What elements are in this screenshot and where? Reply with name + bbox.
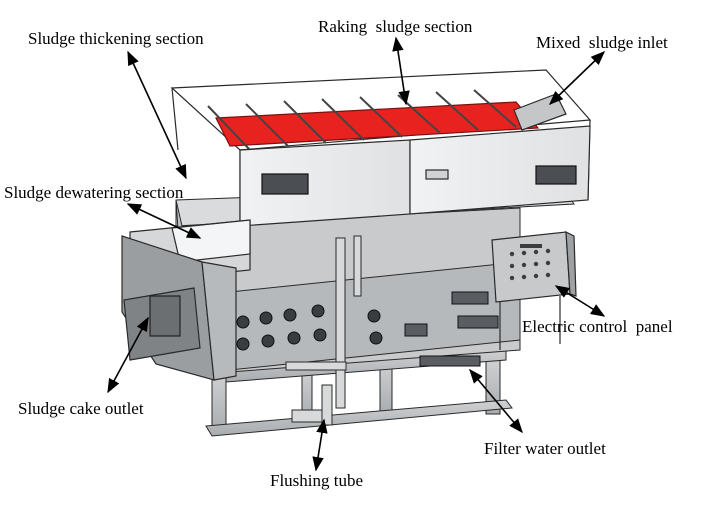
label-raking-sludge-section: Raking sludge section [318, 17, 473, 36]
arrow-raking [392, 36, 410, 106]
thickening-hood [170, 69, 592, 232]
arrow-filter [469, 368, 523, 434]
label-sludge-thickening-section: Sludge thickening section [28, 29, 204, 48]
label-electric-control-panel: Electric control panel [522, 317, 673, 336]
label-filter-water-outlet: Filter water outlet [484, 439, 606, 458]
label-flushing-tube: Flushing tube [270, 471, 364, 490]
arrow-panel [554, 285, 606, 317]
arrow-dewatering [126, 203, 202, 239]
arrow-inlet [548, 51, 606, 105]
arrow-flushing [312, 418, 328, 472]
arrow-cake [107, 316, 149, 394]
label-mixed-sludge-inlet: Mixed sludge inlet [536, 33, 668, 52]
leader-arrows [107, 36, 606, 472]
label-sludge-cake-outlet: Sludge cake outlet [18, 399, 144, 418]
label-sludge-dewatering-section: Sludge dewatering section [4, 183, 184, 202]
dewatering-section [121, 219, 251, 381]
arrow-thickening [127, 50, 187, 180]
